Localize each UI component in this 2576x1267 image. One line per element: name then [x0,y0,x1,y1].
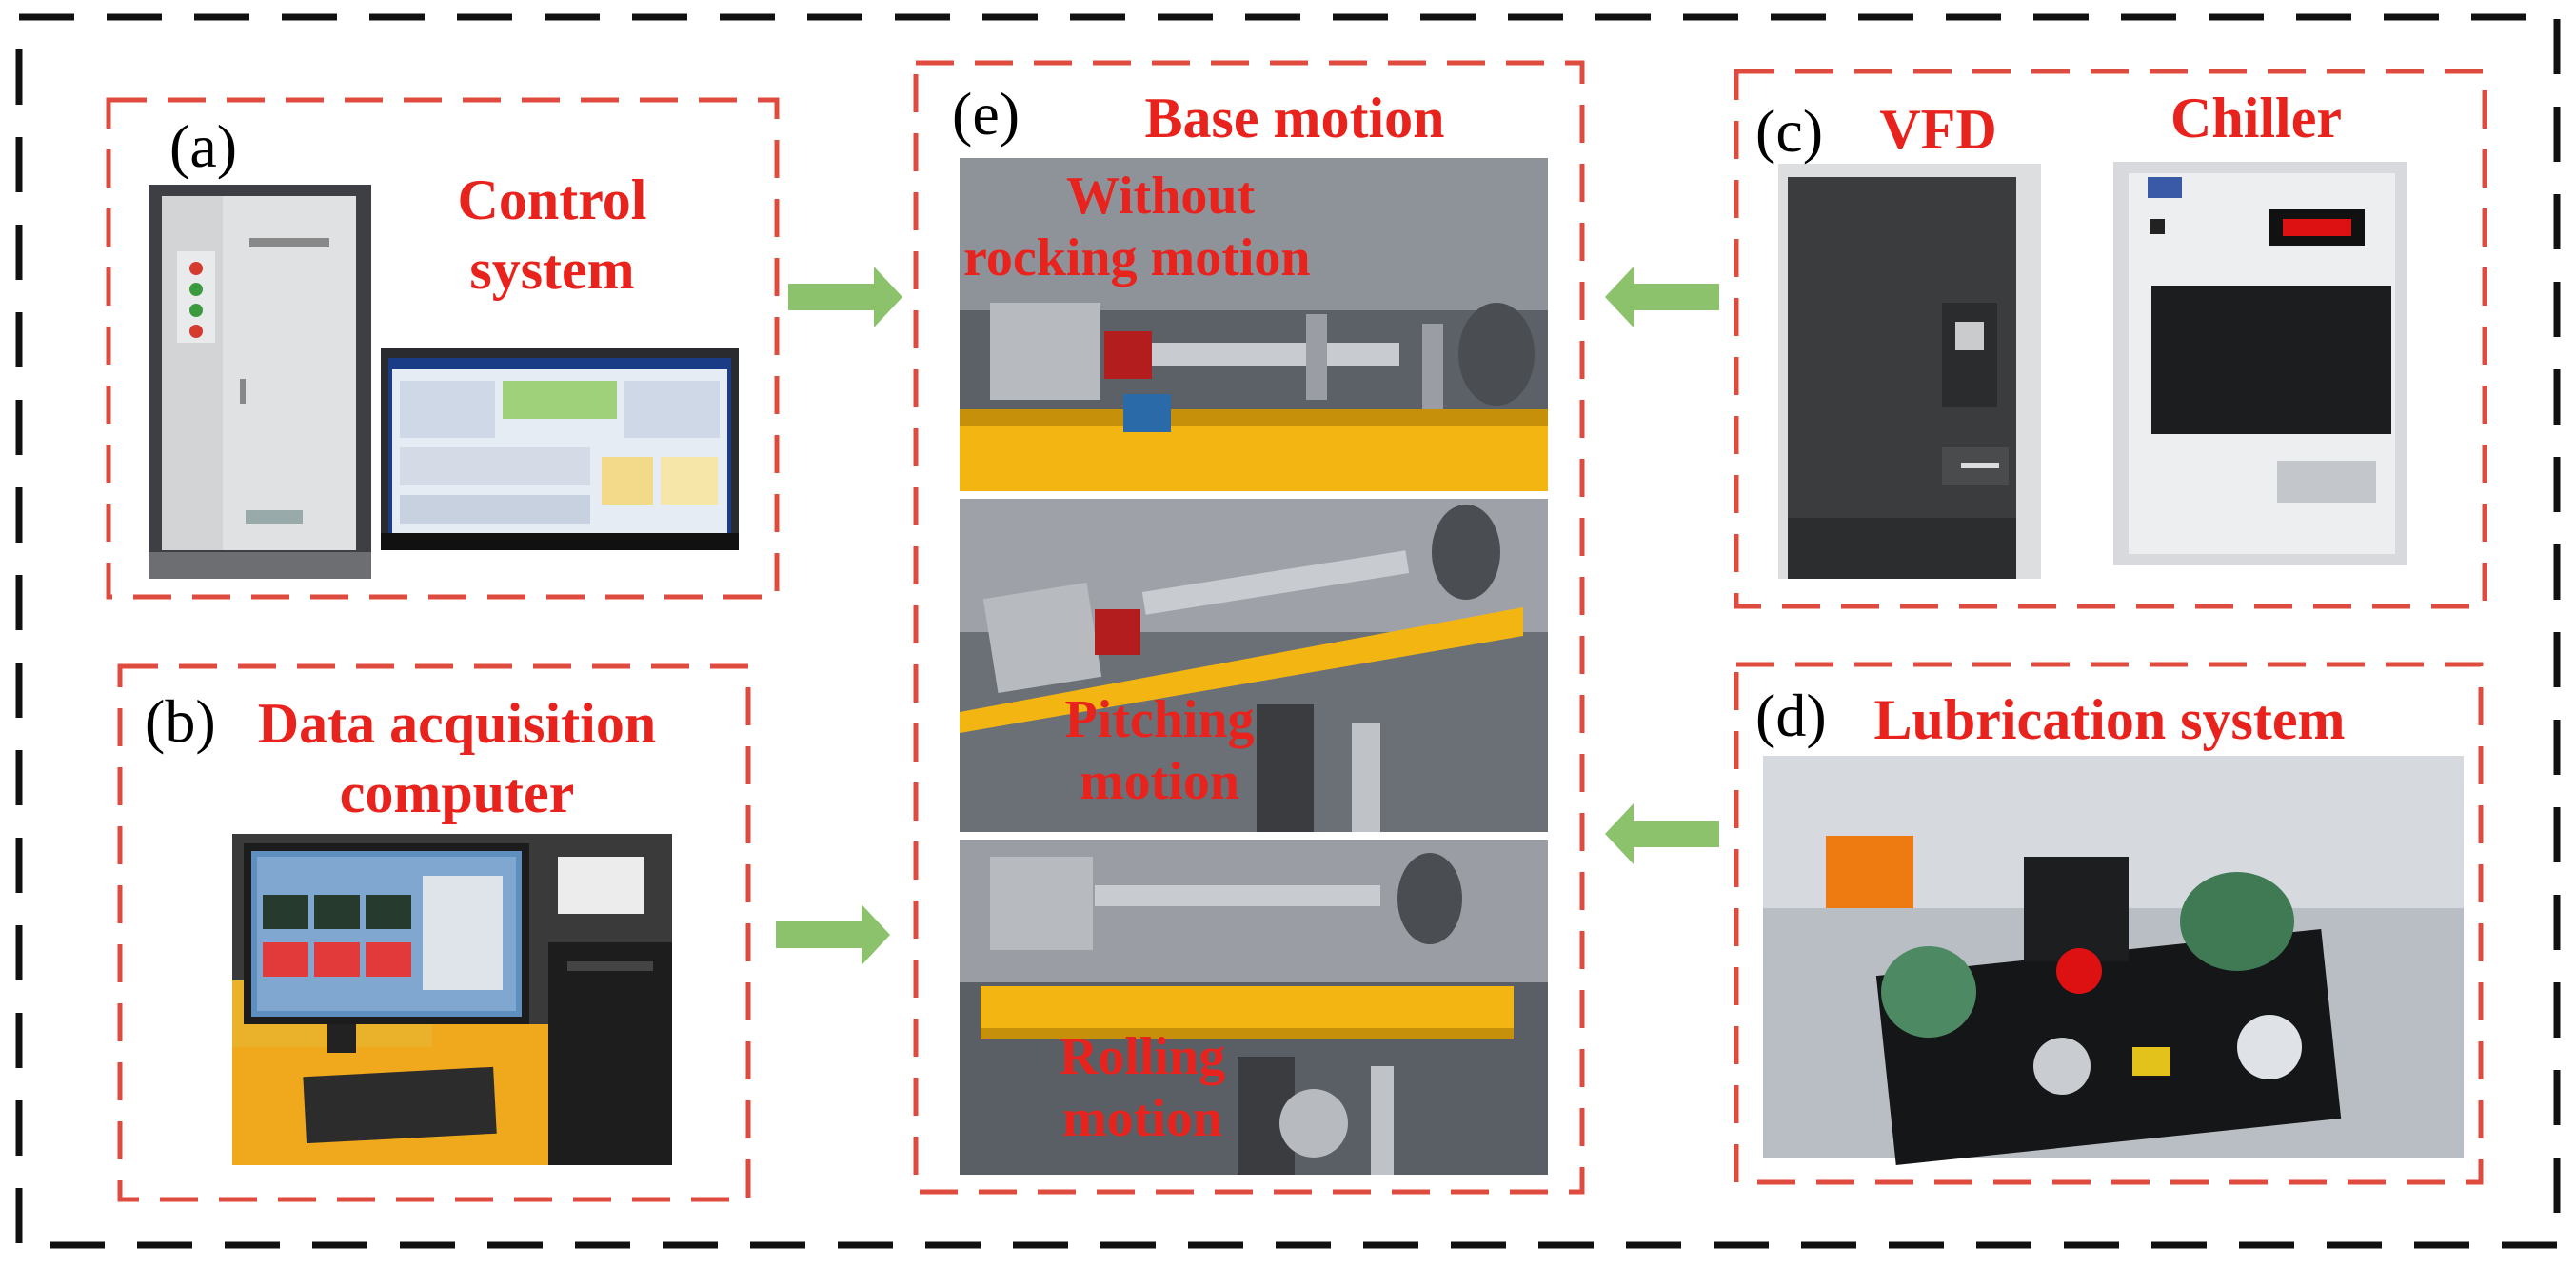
rig-caption-without-rocking: Without rocking motion [963,166,1382,289]
daq-computer-photo [232,834,672,1165]
panel-a-title: Control system [409,166,695,305]
chiller-photo [2113,162,2407,565]
panel-d-label: (d) [1755,682,1827,749]
control-monitor-photo [381,348,739,550]
vfd-photo [1778,164,2041,579]
lubrication-system-photo [1763,756,2464,1166]
panel-b-title: Data acquisition computer [238,689,676,828]
arrow-left-icon [1605,267,1719,327]
rig-caption-without-line1: Without [1066,167,1256,226]
arrow-right-icon [776,904,890,965]
panel-e-frame [913,60,1585,1195]
panel-a-label: (a) [169,112,238,180]
panel-c-title-chiller: Chiller [2170,87,2342,149]
rig-caption-rolling-line2: motion [1062,1088,1222,1148]
rig-photo-pitching [960,499,1548,832]
rig-caption-pitching: Pitching motion [1045,689,1274,813]
panel-c-label: (c) [1755,97,1824,165]
panel-e-title: Base motion [1144,87,1445,149]
arrow-left-icon [1605,803,1719,864]
rig-photo-rolling [960,840,1548,1175]
panel-d-frame [1734,662,2484,1185]
panel-a-frame [106,97,780,600]
rig-caption-pitching-line1: Pitching [1064,690,1255,749]
panel-c-frame [1734,69,2487,609]
panel-e-label: (e) [952,80,1020,148]
panel-d-title: Lubrication system [1873,688,2346,751]
panel-c-title-vfd: VFD [1879,98,1997,161]
panel-b-title-line1: Data acquisition [257,692,657,755]
rig-caption-rolling-line1: Rolling [1059,1027,1226,1086]
outer-frame [15,13,2561,1249]
rig-caption-pitching-line2: motion [1080,751,1239,811]
panel-a-title-line2: system [469,238,635,302]
control-cabinet-photo [149,185,371,579]
panel-b-label: (b) [145,687,216,755]
panel-b-frame [117,663,751,1202]
rig-caption-rolling: Rolling motion [1028,1026,1257,1150]
panel-a-title-line1: Control [457,168,647,231]
rig-caption-without-line2: rocking motion [963,228,1311,287]
arrow-right-icon [788,267,902,327]
rig-photo-without-rocking [960,158,1548,491]
panel-b-title-line2: computer [339,762,575,825]
